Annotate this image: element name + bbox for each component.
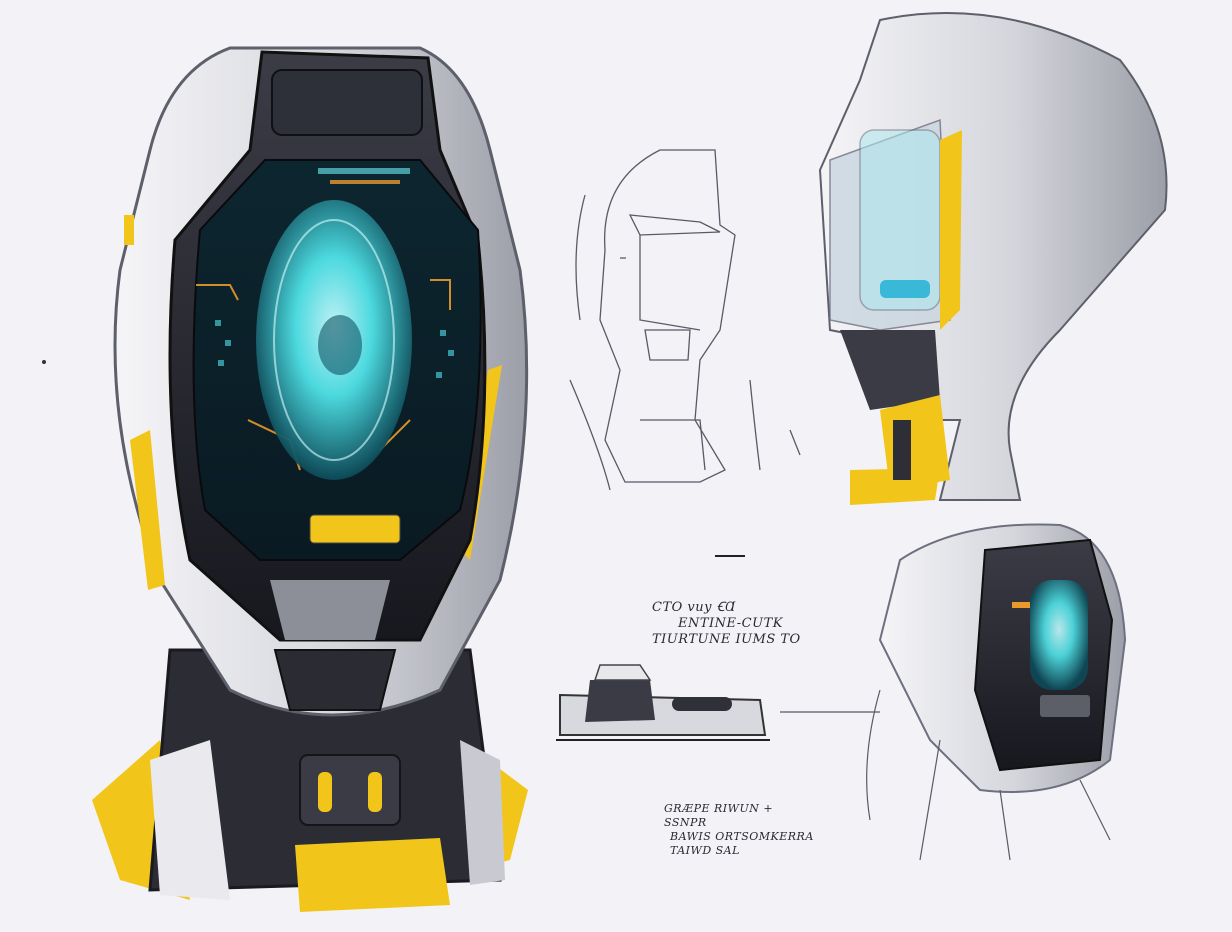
front-view-head [92,46,529,912]
line-sketch-head [569,149,801,491]
tq-hologram [1030,580,1088,690]
base-block [585,680,655,722]
base-handle [672,697,732,711]
side-view-head [818,12,1168,505]
annotation-b-line3: BAWIS ORTSOMKERRA [670,830,814,843]
base-detail [556,555,770,741]
annotation-b-line2: SSNPR [664,816,707,829]
side-neck [840,330,940,410]
annotation-b-line4: TAIWD SAL [670,844,740,857]
annotation-group-b: GRÆPE RIWUN + SSNPR BAWIS ORTSOMKERRA TA… [664,802,814,858]
annotation-a-line3: TIURTUNE IUMS TO [652,632,801,647]
annotation-group-a: CTO vuy ꞒⱭ ENTINE-CUTK TIURTUNE IUMS TO [652,600,801,648]
annotation-a-line2: ENTINE-CUTK [678,616,783,631]
annotation-b-line1: GRÆPE RIWUN + [664,802,774,815]
front-sensor-tray [309,514,401,544]
front-top-slot [271,69,423,136]
front-base-plate [295,838,450,912]
front-neck-panel [299,754,401,826]
annotation-a-line1: CTO vuy ꞒⱭ [652,600,736,615]
three-quarter-view-head [780,523,1127,861]
